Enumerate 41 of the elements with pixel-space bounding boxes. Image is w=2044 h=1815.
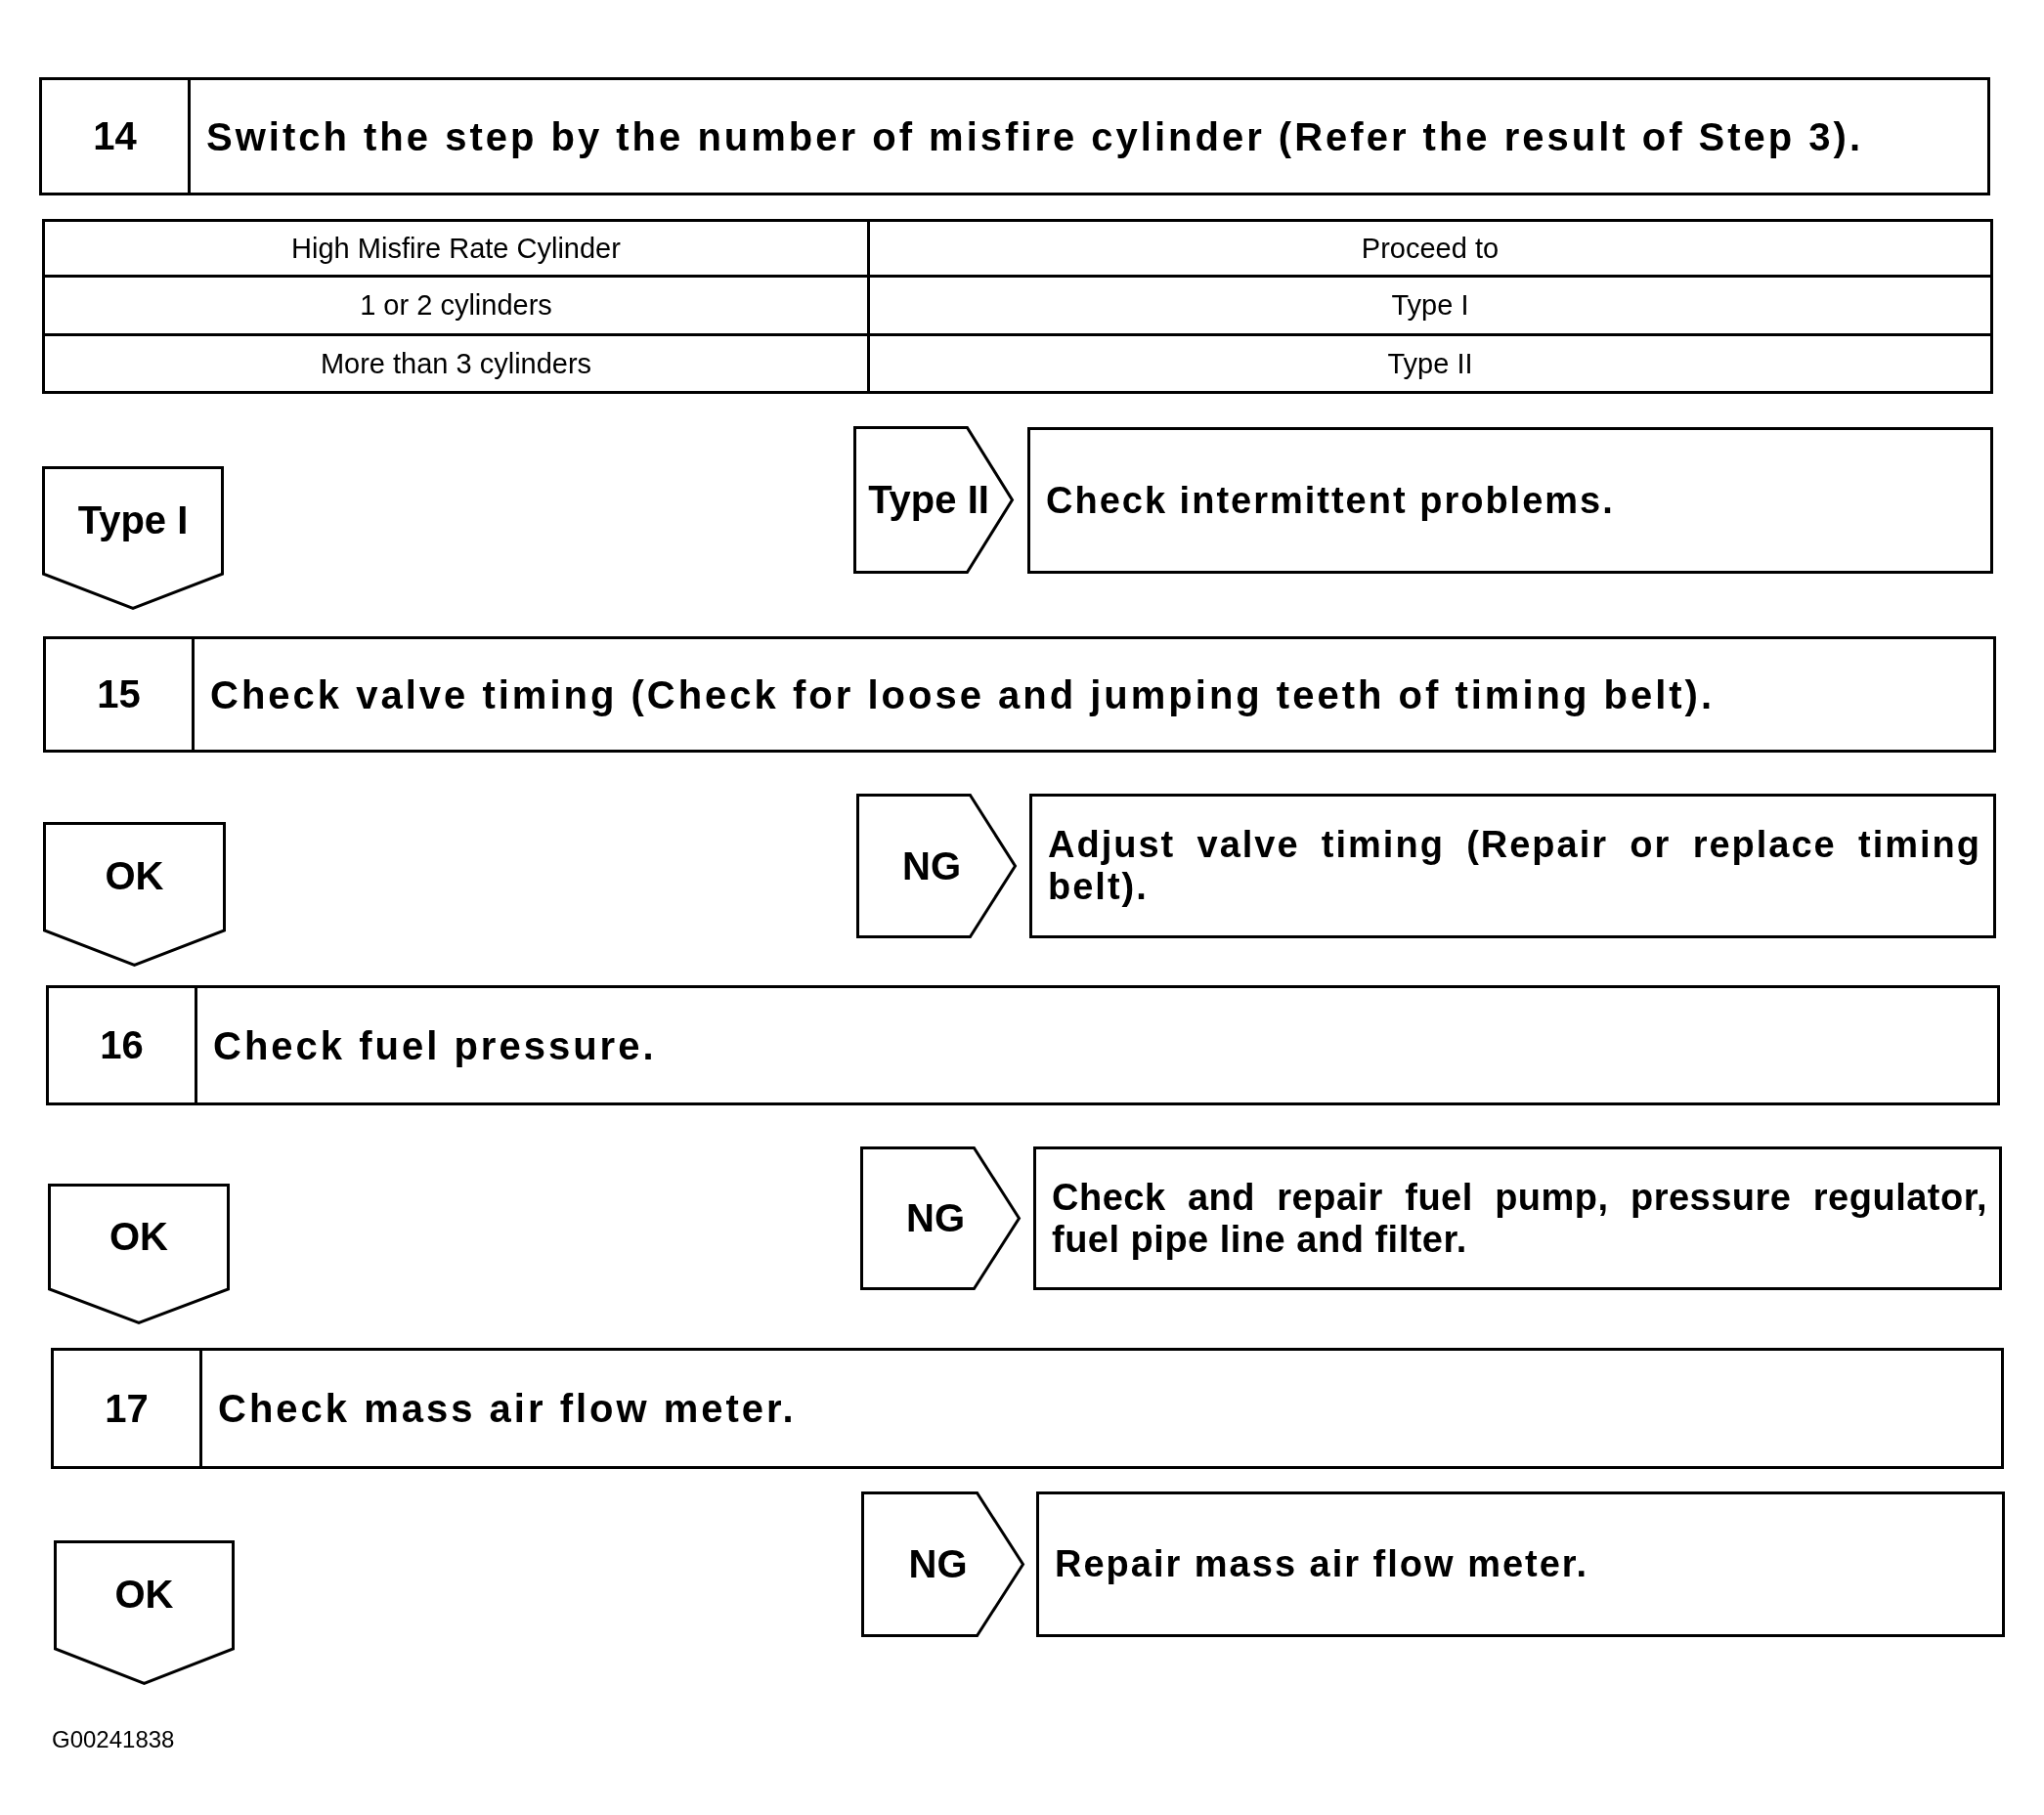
- right-arrow-tag: [856, 794, 1017, 938]
- branch-label: OK: [114, 1573, 174, 1617]
- result-text: Repair mass air flow meter.: [1055, 1543, 1590, 1585]
- step-box: [46, 985, 2000, 1105]
- step-number: 16: [49, 988, 197, 1102]
- result-text: Adjust valve timing (Repair or replace timing belt).: [1048, 824, 1981, 908]
- result-box: [1036, 1491, 2005, 1637]
- down-arrow-tag: [43, 822, 226, 967]
- branch-label: NG: [902, 843, 961, 888]
- step-text: Check mass air flow meter.: [218, 1386, 797, 1431]
- table-header-cell: Proceed to: [867, 219, 1993, 278]
- branch-label: Type I: [77, 497, 189, 542]
- step-number: 14: [42, 80, 191, 193]
- table-header-cell: High Misfire Rate Cylinder: [42, 219, 870, 278]
- right-arrow-tag: [853, 426, 1014, 574]
- result-box: [1029, 794, 1996, 938]
- step-text: Check fuel pressure.: [213, 1022, 657, 1068]
- down-arrow-tag: [42, 466, 224, 610]
- table-cell: More than 3 cylinders: [42, 333, 870, 394]
- result-box: [1033, 1146, 2002, 1290]
- step-box: [39, 77, 1990, 195]
- step-box: [51, 1348, 2004, 1469]
- branch-label: NG: [908, 1542, 968, 1586]
- right-arrow-tag: [860, 1146, 1021, 1290]
- step-text: Check valve timing (Check for loose and jumping teeth of timing belt).: [210, 671, 1716, 717]
- branch-label: Type II: [868, 478, 989, 522]
- figure-id: G00241838: [52, 1726, 175, 1753]
- branch-label: OK: [105, 854, 164, 898]
- result-box: [1027, 427, 1993, 574]
- step-number: 17: [54, 1351, 202, 1466]
- down-arrow-tag: [54, 1540, 235, 1685]
- branch-label: NG: [906, 1196, 965, 1240]
- result-text: Check intermittent problems.: [1046, 479, 1616, 522]
- right-arrow-tag: [861, 1491, 1024, 1637]
- down-arrow-tag: [48, 1184, 230, 1324]
- branch-label: OK: [109, 1214, 168, 1259]
- result-text: Check and repair fuel pump, pressure regulator, fuel pipe line and filter.: [1052, 1176, 1987, 1261]
- step-text: Switch the step by the number of misfire cylinder (Refer the result of Step 3).: [206, 113, 1864, 159]
- step-box: [43, 636, 1996, 753]
- step-number: 15: [46, 639, 195, 750]
- table-cell: Type II: [867, 333, 1993, 394]
